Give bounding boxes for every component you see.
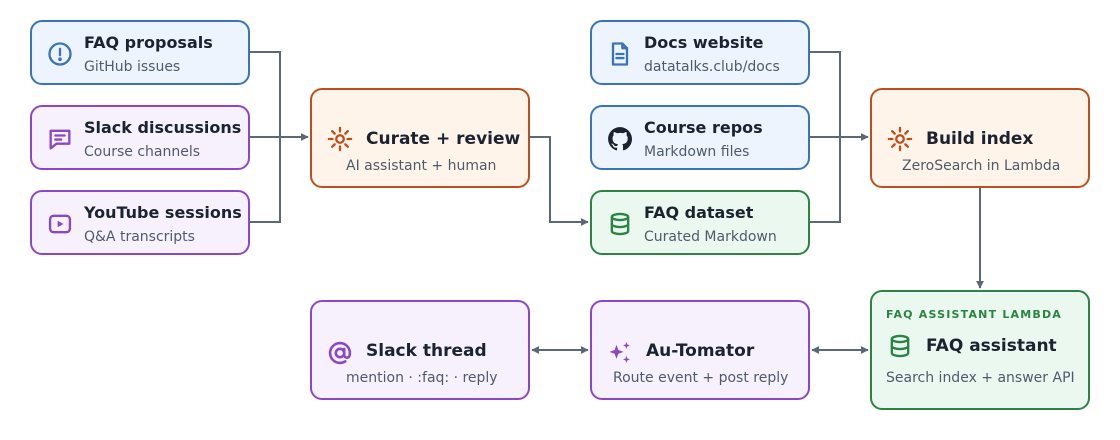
node-title: Slack discussions <box>84 118 242 137</box>
faq-proposals-node: FAQ proposals GitHub issues <box>30 20 250 85</box>
at-sign-icon <box>326 339 354 367</box>
node-title: Curate + review <box>366 129 521 149</box>
faq-dataset-node: FAQ dataset Curated Markdown <box>590 190 810 255</box>
message-icon <box>46 125 74 153</box>
node-title: Docs website <box>644 33 764 52</box>
node-subtitle: Markdown files <box>644 144 750 160</box>
node-subtitle: datatalks.club/docs <box>644 59 780 75</box>
node-subtitle: Route event + post reply <box>613 370 789 386</box>
build-index-node: Build index ZeroSearch in Lambda <box>870 88 1090 188</box>
database-icon <box>886 332 914 360</box>
node-title: Slack thread <box>366 341 487 361</box>
edge-curate-to-faq-dataset <box>530 136 589 226</box>
gear-icon <box>886 125 914 153</box>
node-title: FAQ proposals <box>84 33 213 52</box>
course-repos-node: Course repos Markdown files <box>590 105 810 170</box>
github-icon <box>606 125 634 153</box>
edge-faq-proposals-to-curate <box>250 51 281 137</box>
node-kicker: FAQ ASSISTANT LAMBDA <box>886 308 1063 321</box>
node-subtitle: AI assistant + human <box>346 158 497 174</box>
video-play-icon <box>46 210 74 238</box>
node-subtitle: ZeroSearch in Lambda <box>902 158 1061 174</box>
node-title: FAQ dataset <box>644 203 754 222</box>
node-subtitle: Course channels <box>84 144 201 160</box>
node-title: Course repos <box>644 118 763 137</box>
au-tomator-node: Au-Tomator Route event + post reply <box>590 300 810 400</box>
node-subtitle: Curated Markdown <box>644 229 777 245</box>
slack-discussions-node: Slack discussions Course channels <box>30 105 250 170</box>
node-title: FAQ assistant <box>926 336 1057 356</box>
youtube-sessions-node: YouTube sessions Q&A transcripts <box>30 190 250 255</box>
slack-thread-node: Slack thread mention · :faq: · reply <box>310 300 530 400</box>
sparkles-icon <box>606 339 634 367</box>
edge-faq-dataset-to-build-index <box>810 137 841 223</box>
document-icon <box>606 40 634 68</box>
node-subtitle: GitHub issues <box>84 59 181 75</box>
node-title: Build index <box>926 129 1034 149</box>
docs-website-node: Docs website datatalks.club/docs <box>590 20 810 85</box>
node-subtitle: Q&A transcripts <box>84 229 195 245</box>
edge-docs-website-to-build-index <box>810 51 841 137</box>
curate-review-node: Curate + review AI assistant + human <box>310 88 530 188</box>
gear-icon <box>326 125 354 153</box>
edge-youtube-sessions-to-curate <box>250 137 281 223</box>
node-subtitle: Search index + answer API <box>886 370 1075 386</box>
node-subtitle: mention · :faq: · reply <box>346 370 498 386</box>
database-icon <box>606 210 634 238</box>
node-title: Au-Tomator <box>646 341 755 361</box>
node-title: YouTube sessions <box>84 203 242 222</box>
faq-assistant-node: FAQ ASSISTANT LAMBDA FAQ assistant Searc… <box>870 290 1090 410</box>
alert-circle-icon <box>46 40 74 68</box>
